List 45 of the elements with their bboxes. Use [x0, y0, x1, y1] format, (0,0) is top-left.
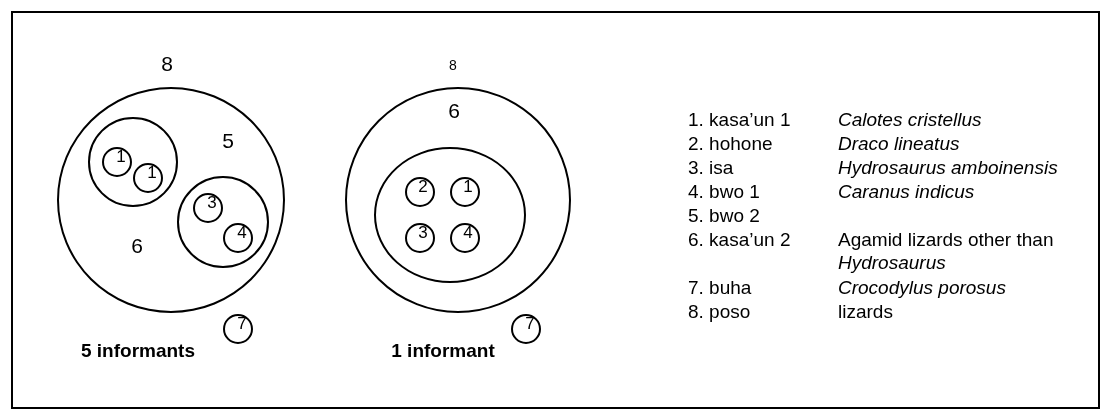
label-circle: [223, 314, 253, 344]
category-number: 6: [131, 234, 143, 256]
scientific-name: Caranus indicus: [838, 180, 975, 204]
label-circle: [511, 314, 541, 344]
category-number: 1: [463, 177, 473, 195]
label-circle: [450, 177, 480, 207]
category-number: 8: [161, 52, 173, 74]
scientific-name: Draco lineatus: [838, 132, 960, 156]
category-number: 2: [418, 177, 428, 195]
category-number: 1: [116, 147, 126, 165]
category-number: 7: [525, 314, 535, 332]
label-circle: [102, 147, 132, 177]
category-number: 6: [448, 99, 460, 121]
legend-term: 4. bwo 1: [688, 180, 760, 204]
label-circle: [450, 223, 480, 253]
label-circle: [405, 223, 435, 253]
legend-term: 8. poso: [688, 300, 751, 324]
category-number: 3: [207, 193, 217, 211]
label-circle: [133, 163, 163, 193]
category-number: 1: [147, 163, 157, 181]
scientific-name: Crocodylus porosus: [838, 276, 1006, 300]
category-number: 3: [418, 223, 428, 241]
diagram-caption: 1 informant: [391, 339, 495, 363]
legend-term: 2. hohone: [688, 132, 773, 156]
scientific-name: Calotes cristellus: [838, 108, 982, 132]
circle-outline: [88, 117, 178, 207]
legend-gloss: lizards: [838, 300, 893, 324]
ellipse-outline: [374, 147, 526, 283]
scientific-name: Hydrosaurus amboinensis: [838, 156, 1058, 180]
circle-outline: [177, 176, 269, 268]
label-circle: [223, 223, 253, 253]
category-number: 4: [463, 223, 473, 241]
legend-term: 7. buha: [688, 276, 752, 300]
category-number: 8: [449, 58, 457, 72]
label-circle: [193, 193, 223, 223]
category-number: 5: [222, 129, 234, 151]
category-number: 7: [237, 314, 247, 332]
diagram-caption: 5 informants: [81, 339, 195, 363]
legend-gloss: Agamid lizards other than Hydrosaurus: [838, 229, 1055, 275]
category-number: 4: [237, 223, 247, 241]
legend-term: 6. kasa’un 2: [688, 228, 791, 252]
legend-term: 5. bwo 2: [688, 204, 760, 228]
legend-term: 1. kasa’un 1: [688, 108, 791, 132]
legend-term: 3. isa: [688, 156, 734, 180]
label-circle: [405, 177, 435, 207]
